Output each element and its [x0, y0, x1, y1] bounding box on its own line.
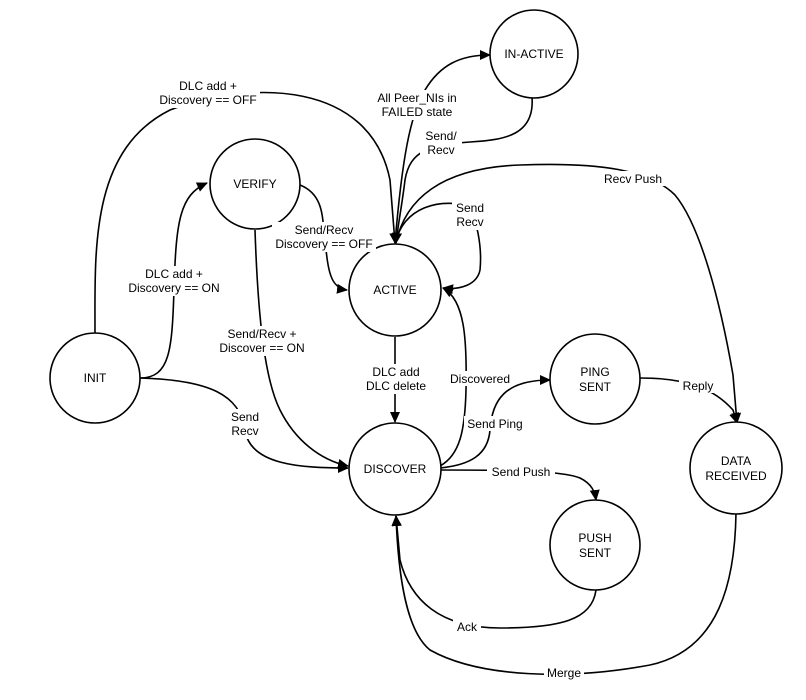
label-discover-to-push-sent: Send Push — [487, 464, 555, 479]
label-data-received-to-discover-line1: Merge — [547, 666, 581, 680]
label-verify-to-active-line1: Send/Recv — [295, 223, 354, 237]
label-active-self-line2: Recv — [456, 215, 483, 229]
label-init-to-active: DLC add + Discovery == OFF — [156, 78, 260, 108]
label-inactive-to-active-line2: Recv — [427, 143, 454, 157]
label-init-to-active-line2: Discovery == OFF — [159, 93, 256, 107]
label-init-to-discover: Send Recv — [226, 409, 264, 439]
label-init-to-discover-line1: Send — [231, 410, 259, 424]
edge-discover-to-active — [439, 287, 467, 467]
label-active-to-data-received-line1: Recv Push — [604, 172, 662, 186]
label-inactive-to-active-line1: Send/ — [425, 129, 457, 143]
label-active-self: Send Recv — [452, 200, 488, 230]
label-init-to-verify-line2: Discovery == ON — [128, 281, 219, 295]
label-discover-to-active: Discovered — [446, 371, 514, 386]
state-inactive-label: IN-ACTIVE — [504, 47, 563, 61]
label-discover-to-push-sent-line1: Send Push — [492, 465, 551, 479]
label-init-to-verify: DLC add + Discovery == ON — [124, 266, 224, 296]
state-verify: VERIFY — [209, 138, 301, 230]
state-data-received-label-line2: RECEIVED — [705, 469, 767, 483]
label-init-to-verify-line1: DLC add + — [145, 267, 203, 281]
label-verify-to-discover-line2: Discover == ON — [219, 341, 304, 355]
state-active: ACTIVE — [348, 243, 442, 337]
label-verify-to-discover-line1: Send/Recv + — [227, 327, 296, 341]
state-ping-sent-label-line2: SENT — [579, 380, 612, 394]
edge-push-sent-to-discover — [391, 515, 597, 629]
label-active-to-discover-line2: DLC delete — [366, 379, 426, 393]
edge-active-to-data-received — [395, 163, 742, 424]
state-push-sent-label-line2: SENT — [579, 546, 612, 560]
state-ping-sent-label-line1: PING — [580, 365, 609, 379]
label-init-to-discover-line2: Recv — [231, 424, 258, 438]
label-active-to-inactive-line1: All Peer_NIs in — [377, 91, 456, 105]
state-init: INIT — [49, 332, 141, 424]
label-discover-to-active-line1: Discovered — [450, 372, 510, 386]
label-verify-to-active-line2: Discovery == OFF — [275, 237, 372, 251]
label-active-to-discover-line1: DLC add — [372, 365, 419, 379]
label-discover-to-ping-sent: Send Ping — [464, 416, 526, 431]
state-ping-sent: PING SENT — [549, 333, 641, 425]
label-active-to-inactive-line2: FAILED state — [382, 105, 453, 119]
state-push-sent: PUSH SENT — [549, 499, 641, 591]
state-verify-label: VERIFY — [233, 177, 276, 191]
label-ping-sent-to-data-received: Reply — [679, 378, 717, 393]
label-data-received-to-discover: Merge — [544, 665, 584, 680]
state-data-received: DATA RECEIVED — [689, 421, 783, 515]
state-data-received-label-line1: DATA — [721, 454, 751, 468]
edge-init-to-active — [94, 91, 400, 334]
label-push-sent-to-discover: Ack — [453, 619, 481, 634]
label-init-to-active-line1: DLC add + — [179, 79, 237, 93]
edge-discover-to-push-sent — [439, 469, 600, 501]
label-inactive-to-active: Send/ Recv — [420, 128, 462, 158]
label-push-sent-to-discover-line1: Ack — [457, 620, 478, 634]
label-active-to-inactive: All Peer_NIs in FAILED state — [372, 90, 462, 120]
state-discover: DISCOVER — [348, 422, 442, 516]
label-verify-to-active: Send/Recv Discovery == OFF — [272, 222, 376, 252]
label-active-self-line1: Send — [456, 201, 484, 215]
state-push-sent-label-line1: PUSH — [578, 531, 611, 545]
label-active-to-discover: DLC add DLC delete — [362, 364, 430, 394]
label-discover-to-ping-sent-line1: Send Ping — [467, 417, 522, 431]
label-active-to-data-received: Recv Push — [601, 171, 665, 186]
edge-data-received-to-discover — [391, 512, 737, 676]
state-discover-label: DISCOVER — [364, 462, 427, 476]
edge-verify-to-discover — [254, 229, 349, 469]
state-active-label: ACTIVE — [373, 283, 416, 297]
label-ping-sent-to-data-received-line1: Reply — [683, 379, 714, 393]
label-verify-to-discover: Send/Recv + Discover == ON — [216, 326, 308, 356]
state-inactive: IN-ACTIVE — [489, 9, 579, 99]
state-init-label: INIT — [84, 371, 107, 385]
